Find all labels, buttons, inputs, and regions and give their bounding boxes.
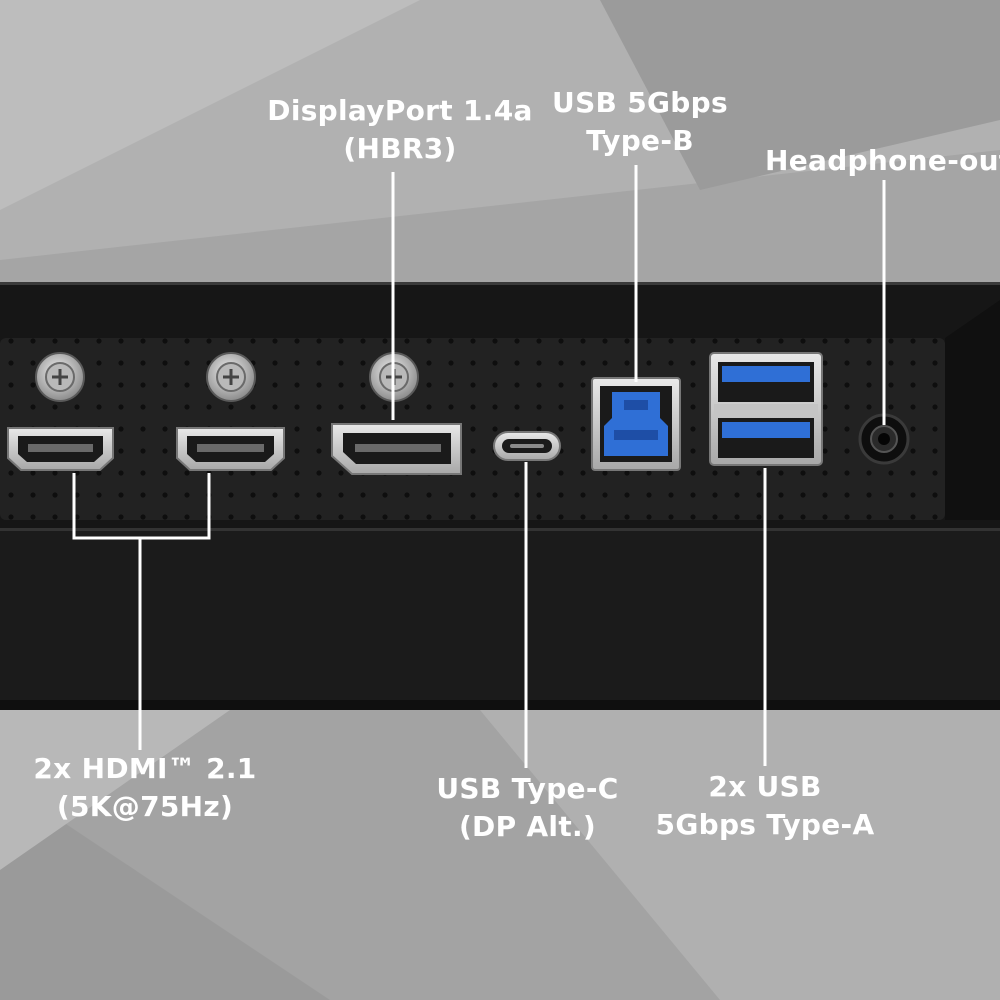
thumb-screw-icon [35, 352, 85, 402]
label-hdmi: 2x HDMI™ 2.1 (5K@75Hz) [10, 750, 280, 826]
label-usb-type-c-line1: USB Type-C [436, 772, 619, 805]
label-displayport: DisplayPort 1.4a (HBR3) [230, 92, 570, 168]
label-hdmi-line1: 2x HDMI™ 2.1 [33, 752, 257, 785]
callout-lines [72, 165, 886, 768]
thumb-screw-icon [206, 352, 256, 402]
hdmi-port-icon [176, 427, 285, 471]
label-headphone-out-line1: Headphone-out [765, 144, 1000, 177]
label-usb-type-b-line2: Type-B [586, 124, 694, 157]
label-usb-type-b: USB 5Gbps Type-B [520, 84, 760, 160]
monitor-housing [0, 282, 1000, 710]
label-usb-type-c-line2: (DP Alt.) [458, 810, 597, 843]
label-usb-type-c: USB Type-C (DP Alt.) [400, 770, 655, 846]
label-usb-type-b-line1: USB 5Gbps [552, 86, 728, 119]
label-displayport-line2: (HBR3) [343, 132, 457, 165]
label-hdmi-line2: (5K@75Hz) [56, 790, 234, 823]
label-usb-type-a: 2x USB 5Gbps Type-A [635, 768, 895, 844]
label-usb-type-a-line1: 2x USB [708, 770, 822, 803]
label-usb-type-a-line2: 5Gbps Type-A [655, 808, 875, 841]
usb-b-port-icon [591, 377, 681, 471]
label-headphone-out: Headphone-out [765, 142, 1000, 180]
usb-a-port-icon [709, 352, 823, 466]
label-displayport-line1: DisplayPort 1.4a [267, 94, 533, 127]
displayport-port-icon [331, 423, 462, 475]
usb-c-port-icon [493, 431, 561, 461]
hdmi-port-icon [7, 427, 114, 471]
